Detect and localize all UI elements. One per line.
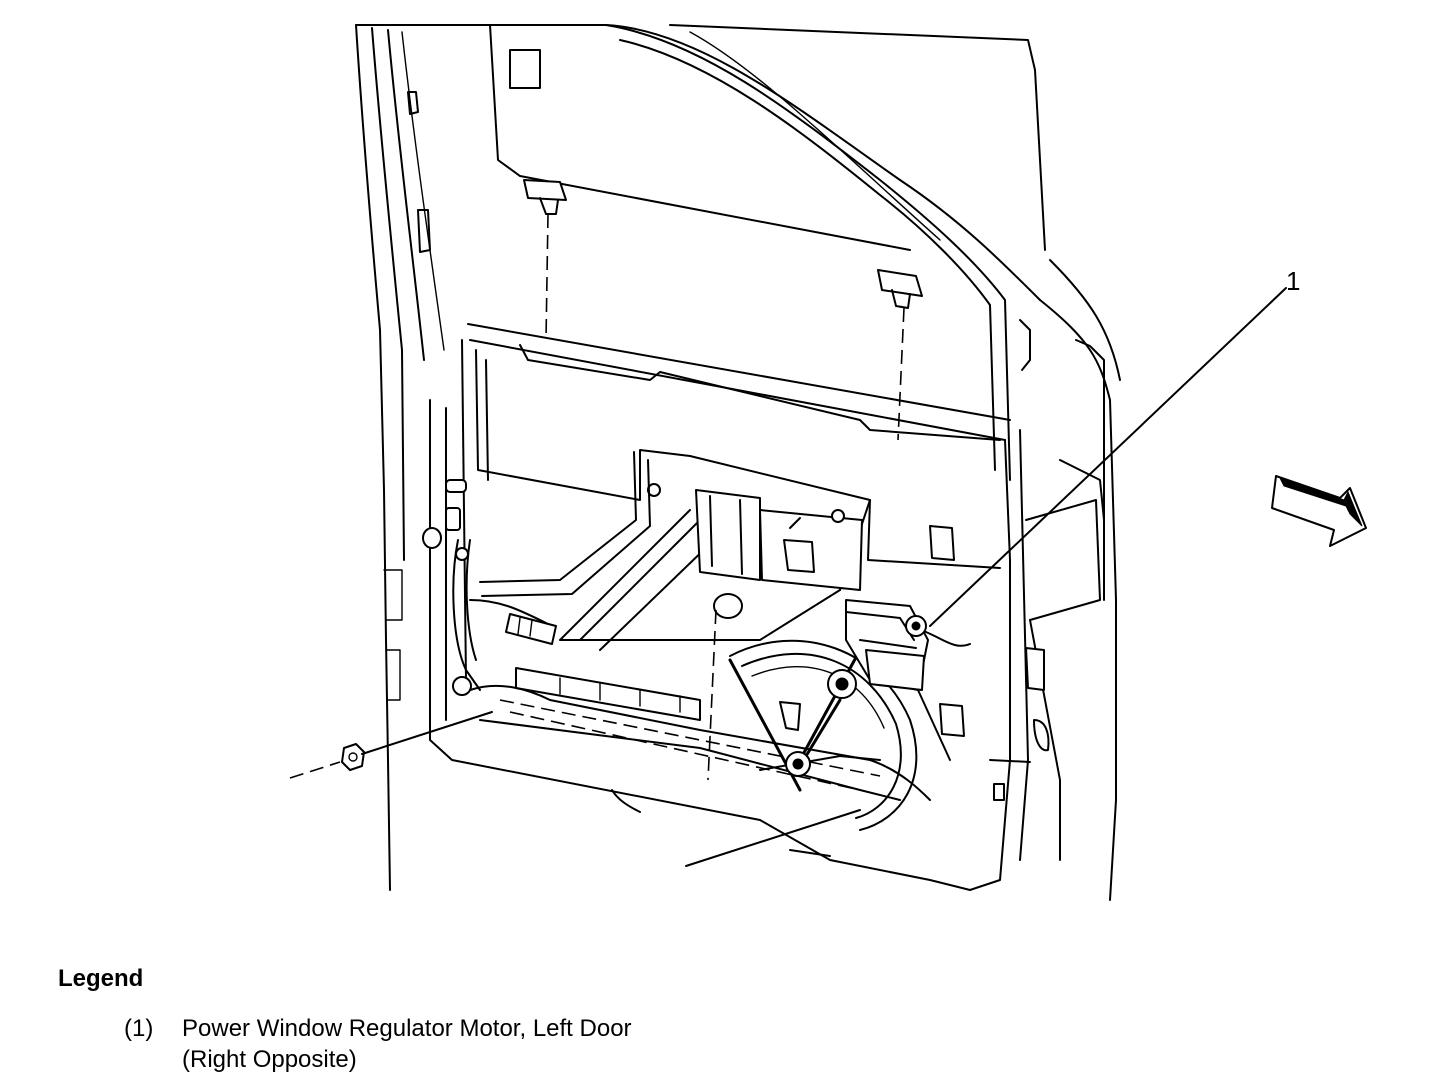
door-diagram: 1 [289, 24, 1367, 901]
legend-item-text: Power Window Regulator Motor, Left Door … [182, 1013, 632, 1075]
callout-1: 1 [929, 266, 1300, 627]
b-pillar [989, 259, 1121, 901]
fastener-nut [289, 711, 493, 779]
wiring-harness [452, 539, 557, 696]
callout-1-number: 1 [1286, 266, 1300, 296]
lower-rail [469, 667, 931, 801]
legend-list: (1) Power Window Regulator Motor, Left D… [124, 1013, 632, 1075]
window-frame [355, 24, 1046, 481]
door-inner-panel [422, 339, 1029, 891]
legend-item-line-2: (Right Opposite) [182, 1046, 357, 1073]
a-pillar [355, 24, 445, 891]
regulator-motor [845, 599, 971, 761]
lower-fastener-leader [685, 809, 861, 867]
legend-item: (1) Power Window Regulator Motor, Left D… [124, 1013, 632, 1075]
regulator-sector [707, 609, 918, 831]
legend-title: Legend [58, 965, 144, 992]
legend-item-number: (1) [124, 1015, 154, 1042]
legend-item-line-1: Power Window Regulator Motor, Left Door [182, 1015, 632, 1042]
regulator-channel [479, 451, 871, 651]
view-direction-arrow [1271, 475, 1367, 547]
